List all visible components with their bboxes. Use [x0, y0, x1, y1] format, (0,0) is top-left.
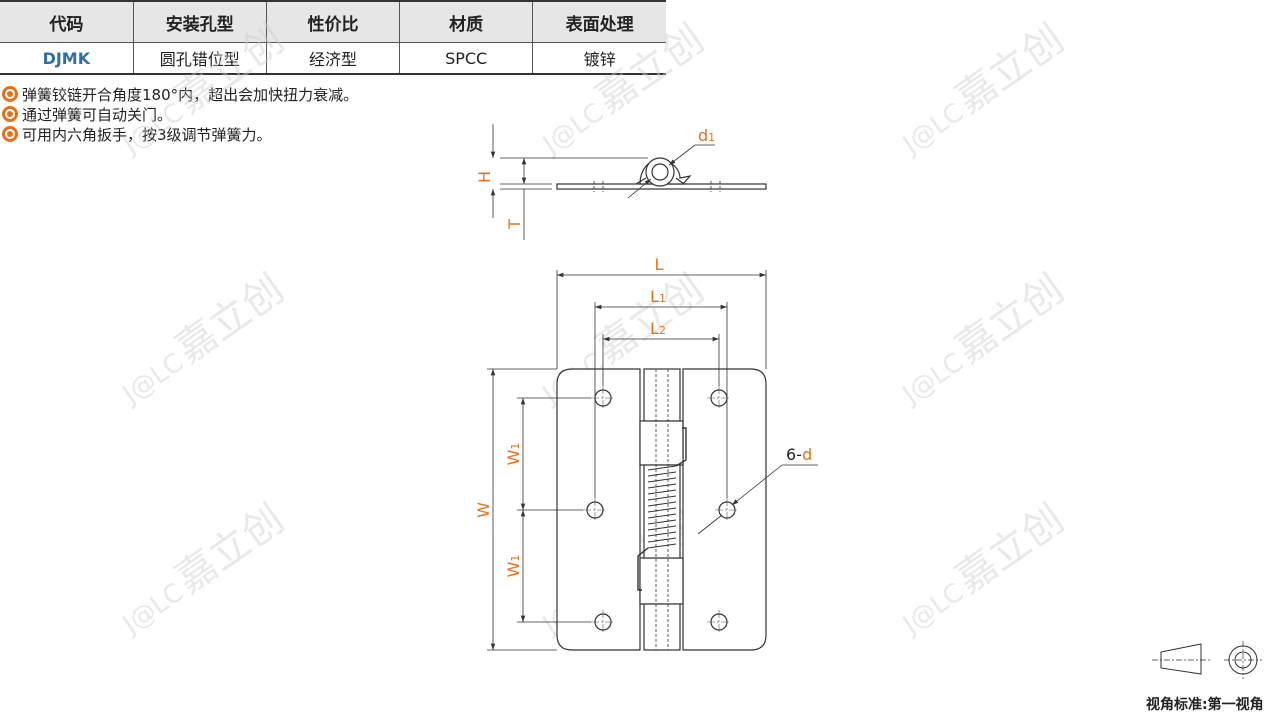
bullet-icon [2, 106, 18, 122]
watermark-logo: J@LC [116, 348, 189, 412]
side-pin-hole [651, 163, 669, 181]
dim-L1-main: L [650, 287, 659, 306]
dim-L1-sub: 1 [659, 292, 666, 305]
dim-W: W [474, 502, 493, 518]
watermark-logo: J@LC [116, 98, 189, 162]
cell-material: SPCC [399, 42, 534, 75]
notes-list: 弹簧铰链开合角度180°内，超出会加快扭力衰减。 通过弹簧可自动关门。 可用内六… [2, 84, 358, 144]
cell-cost-performance: 经济型 [265, 42, 401, 75]
watermark-text: 嘉立创 [168, 16, 293, 123]
watermark-text: 嘉立创 [168, 266, 293, 373]
dim-L1: L1 [650, 287, 666, 306]
note-item: 可用内六角扳手，按3级调节弹簧力。 [2, 124, 358, 144]
dim-W1-bottom-sub: 1 [509, 555, 522, 562]
dim-holes-prefix: 6- [786, 445, 802, 464]
watermark-text: 嘉立创 [948, 266, 1073, 373]
side-hidden-holes [593, 181, 721, 192]
header-hole-type: 安装孔型 [132, 0, 267, 43]
spring-coils [637, 427, 687, 591]
header-material: 材质 [399, 0, 534, 43]
bullet-icon [2, 86, 18, 102]
note-text: 通过弹簧可自动关门。 [22, 105, 173, 124]
dim-H: H [475, 171, 494, 183]
watermark-logo: J@LC [896, 98, 969, 162]
hinge-side-view [556, 157, 767, 192]
watermark-text: 嘉立创 [168, 496, 293, 603]
spec-header-row: 代码 安装孔型 性价比 材质 表面处理 [0, 0, 666, 43]
note-item: 弹簧铰链开合角度180°内，超出会加快扭力衰减。 [2, 84, 358, 104]
spec-table: 代码 安装孔型 性价比 材质 表面处理 DJMK 圆孔错位型 经济型 SPCC … [0, 0, 666, 75]
dim-d1-sub: 1 [708, 131, 715, 144]
projection-symbol-icon [1152, 641, 1262, 679]
dim-L2: L2 [650, 319, 666, 338]
dim-L2-main: L [650, 319, 659, 338]
dim-holes: 6-d [786, 445, 812, 464]
dim-W1-bottom-main: W [504, 561, 523, 577]
dim-W1-bottom: W1 [504, 555, 523, 578]
cell-surface-treatment: 镀锌 [532, 42, 666, 75]
note-text: 弹簧铰链开合角度180°内，超出会加快扭力衰减。 [22, 85, 359, 104]
front-dimensions [487, 270, 818, 651]
dim-W1-top-main: W [504, 449, 523, 465]
cell-code: DJMK [0, 42, 134, 75]
view-caption: 视角标准:第一视角 [1146, 697, 1264, 713]
watermark-text: 嘉立创 [948, 16, 1073, 123]
dim-d1-main: d [698, 126, 708, 145]
dim-W1-top-sub: 1 [509, 443, 522, 450]
watermark-text: 嘉立创 [588, 16, 713, 123]
note-text: 可用内六角扳手，按3级调节弹簧力。 [22, 125, 272, 144]
header-cost-performance: 性价比 [265, 0, 401, 43]
bullet-icon [2, 126, 18, 142]
knuckle-lower [639, 557, 684, 605]
watermark-logo: J@LC [536, 98, 609, 162]
watermark-logo: J@LC [896, 348, 969, 412]
dim-T: T [505, 219, 524, 230]
header-code: 代码 [0, 0, 134, 43]
knuckle-upper [639, 420, 684, 466]
knuckle-top [643, 368, 681, 422]
watermark-logo: J@LC [896, 578, 969, 642]
header-surface-treatment: 表面处理 [532, 0, 666, 43]
dim-W1-top: W1 [504, 443, 523, 466]
dim-d1: d1 [698, 126, 715, 145]
watermark-text: 嘉立创 [948, 496, 1073, 603]
dim-holes-var: d [802, 445, 812, 464]
dim-L2-sub: 2 [659, 324, 666, 337]
watermark-logo: J@LC [116, 578, 189, 642]
knuckle-bottom [643, 603, 681, 651]
dim-L: L [655, 255, 664, 274]
spec-row: DJMK 圆孔错位型 经济型 SPCC 镀锌 [0, 42, 666, 75]
side-tabs [635, 177, 685, 185]
note-item: 通过弹簧可自动关门。 [2, 104, 358, 124]
side-dimensions [490, 124, 715, 240]
